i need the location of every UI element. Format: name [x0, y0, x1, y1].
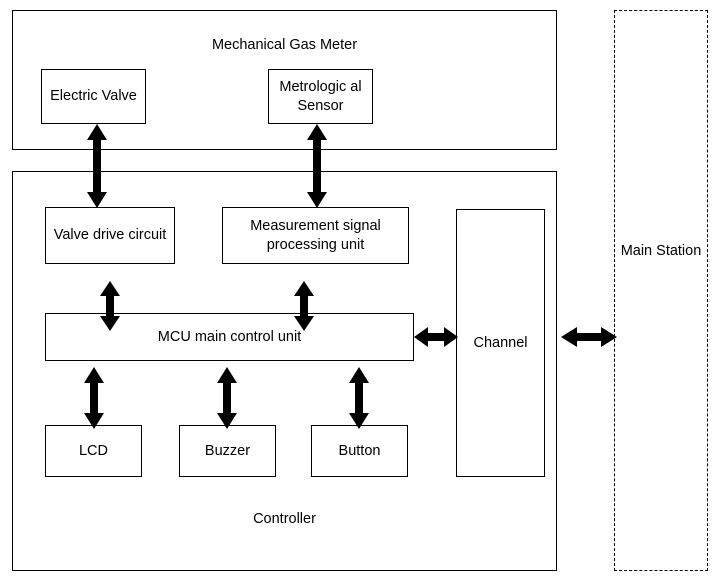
arrow-valve-drive-mcu: [98, 281, 122, 331]
button-box: Button: [311, 425, 408, 477]
main-station-group: [614, 10, 708, 571]
arrow-measurement-unit-mcu: [292, 281, 316, 331]
arrow-mcu-buzzer: [215, 367, 239, 429]
mechanical-gas-meter-title: Mechanical Gas Meter: [211, 37, 358, 53]
electric-valve-box: Electric Valve: [41, 69, 146, 124]
measurement-signal-processing-unit-box: Measurement signal processing unit: [222, 207, 409, 264]
controller-title: Controller: [253, 511, 316, 527]
metrological-sensor-box: Metrologic al Sensor: [268, 69, 373, 124]
lcd-box: LCD: [45, 425, 142, 477]
main-station-label: Main Station: [620, 243, 702, 259]
channel-box: Channel: [456, 209, 545, 477]
arrow-sensor-measurement-unit: [305, 124, 329, 208]
arrow-electric-valve-valve-drive: [85, 124, 109, 208]
buzzer-box: Buzzer: [179, 425, 276, 477]
arrow-mcu-button: [347, 367, 371, 429]
arrow-channel-main-station: [561, 325, 617, 349]
valve-drive-circuit-box: Valve drive circuit: [45, 207, 175, 264]
arrow-mcu-lcd: [82, 367, 106, 429]
arrow-mcu-channel: [414, 325, 458, 349]
